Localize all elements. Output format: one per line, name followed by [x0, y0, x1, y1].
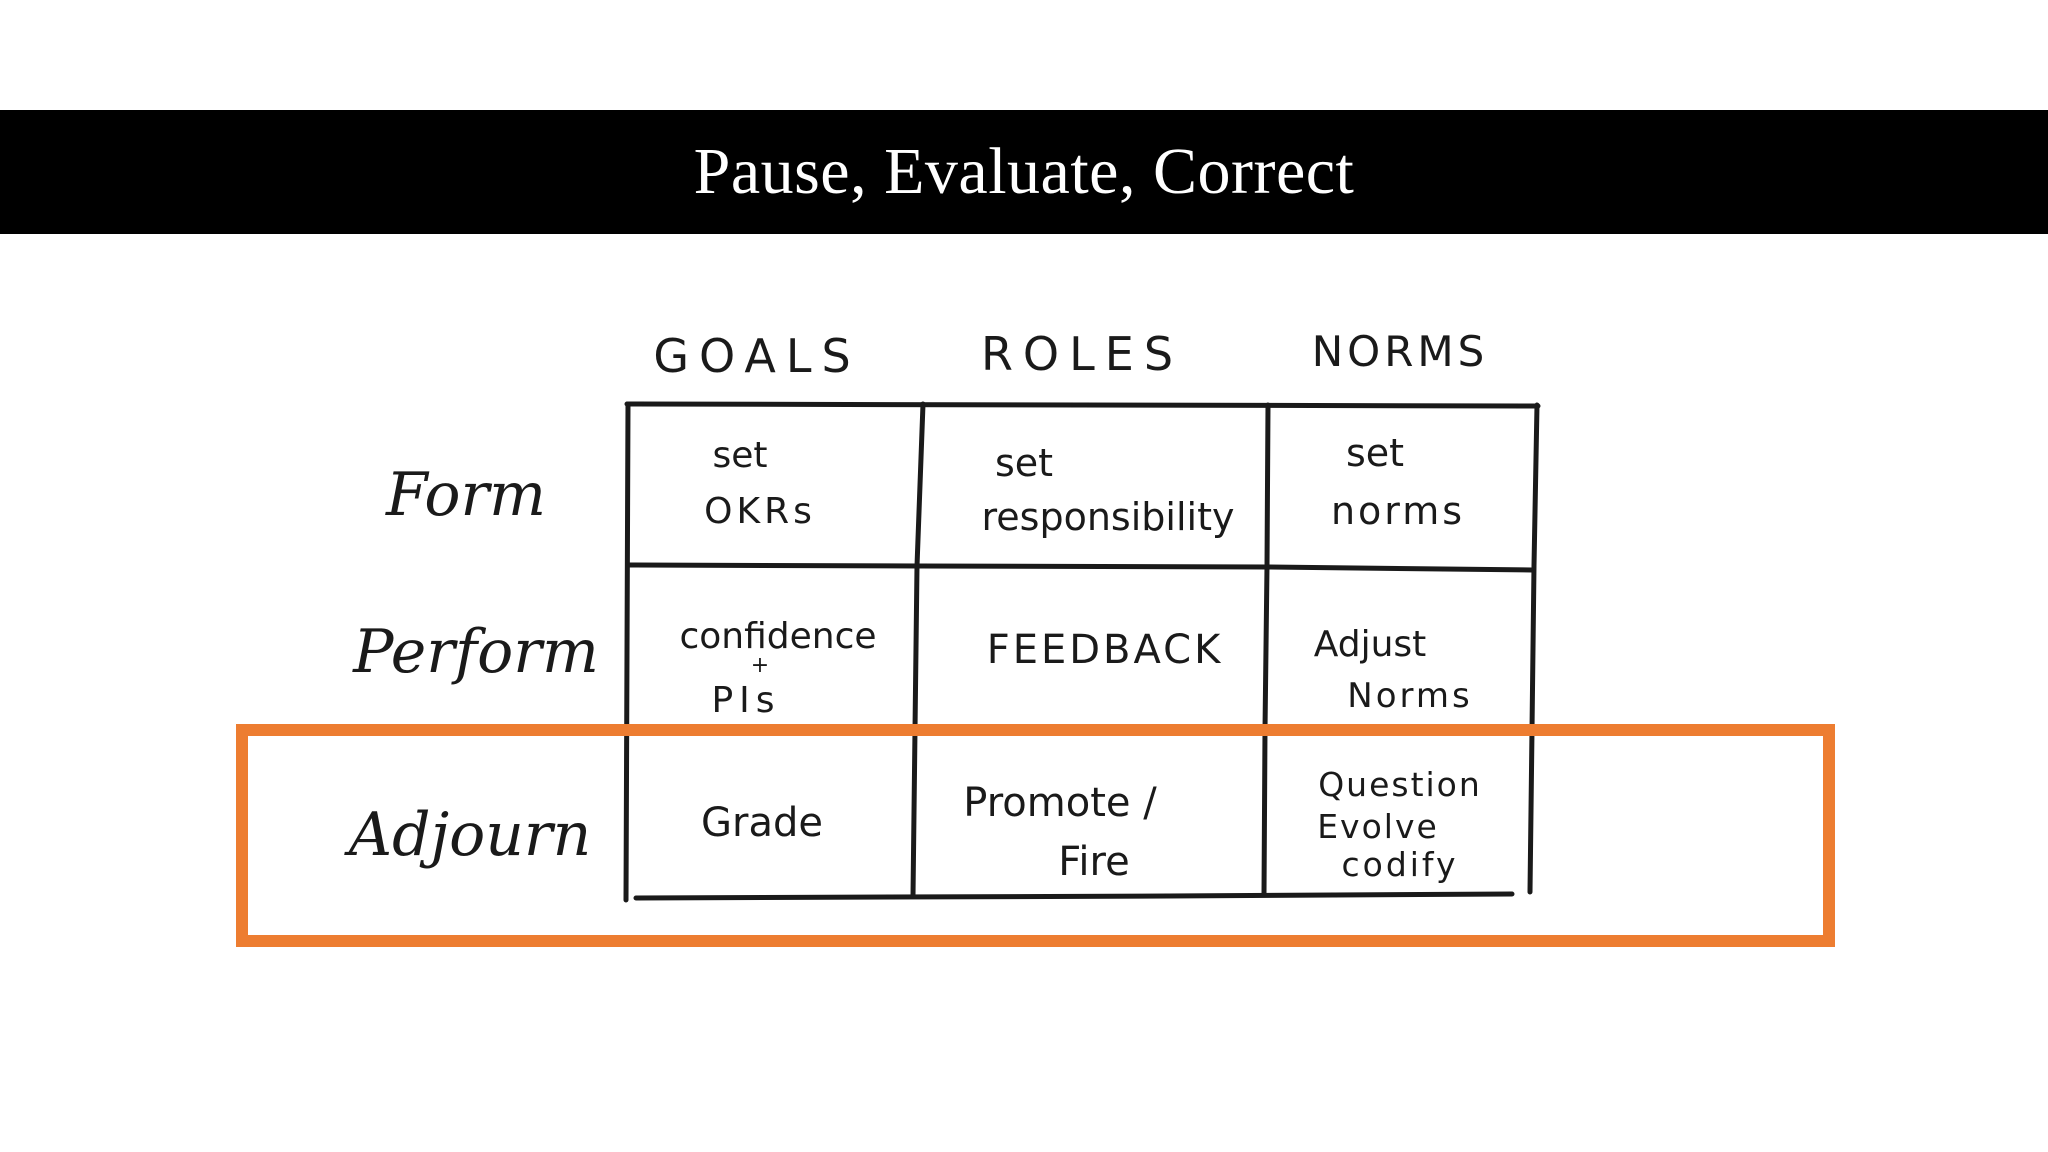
cell-form-roles-line2: responsibility	[982, 495, 1235, 539]
cell-adjourn-roles-line1: Promote /	[963, 780, 1157, 826]
title-bar: Pause, Evaluate, Correct	[0, 110, 2048, 234]
column-header-roles: ROLES	[981, 327, 1183, 381]
row-label-adjourn: Adjourn	[344, 800, 591, 870]
cell-perform-goals-line3: PIs	[711, 680, 780, 721]
row-label-perform: Perform	[352, 617, 599, 687]
row-label-form: Form	[385, 460, 546, 530]
cell-form-norms-line2: norms	[1331, 489, 1465, 533]
cell-adjourn-norms-line2: Evolve	[1317, 807, 1439, 846]
cell-adjourn-norms-line1: Question	[1318, 765, 1482, 804]
cell-perform-norms-line1: Adjust	[1314, 624, 1427, 665]
cell-form-roles-line1: set	[995, 441, 1053, 485]
column-header-norms: NORMS	[1312, 327, 1489, 376]
slide-title: Pause, Evaluate, Correct	[693, 135, 1355, 208]
cell-adjourn-norms-line3: codify	[1341, 845, 1458, 884]
cell-perform-goals-line1: confidence	[679, 616, 876, 657]
cell-form-goals-line2: OKRs	[704, 491, 816, 532]
cell-perform-norms-line2: Norms	[1347, 676, 1472, 716]
cell-form-goals-line1: set	[712, 435, 767, 476]
column-header-goals: GOALS	[653, 329, 860, 383]
cell-form-norms-line1: set	[1346, 431, 1404, 475]
adjourn-row-highlight	[236, 724, 1835, 947]
cell-perform-goals-line2: +	[751, 653, 769, 678]
cell-perform-roles: FEEDBACK	[987, 627, 1224, 673]
cell-adjourn-roles-line2: Fire	[1058, 839, 1129, 885]
cell-adjourn-goals: Grade	[701, 800, 823, 846]
